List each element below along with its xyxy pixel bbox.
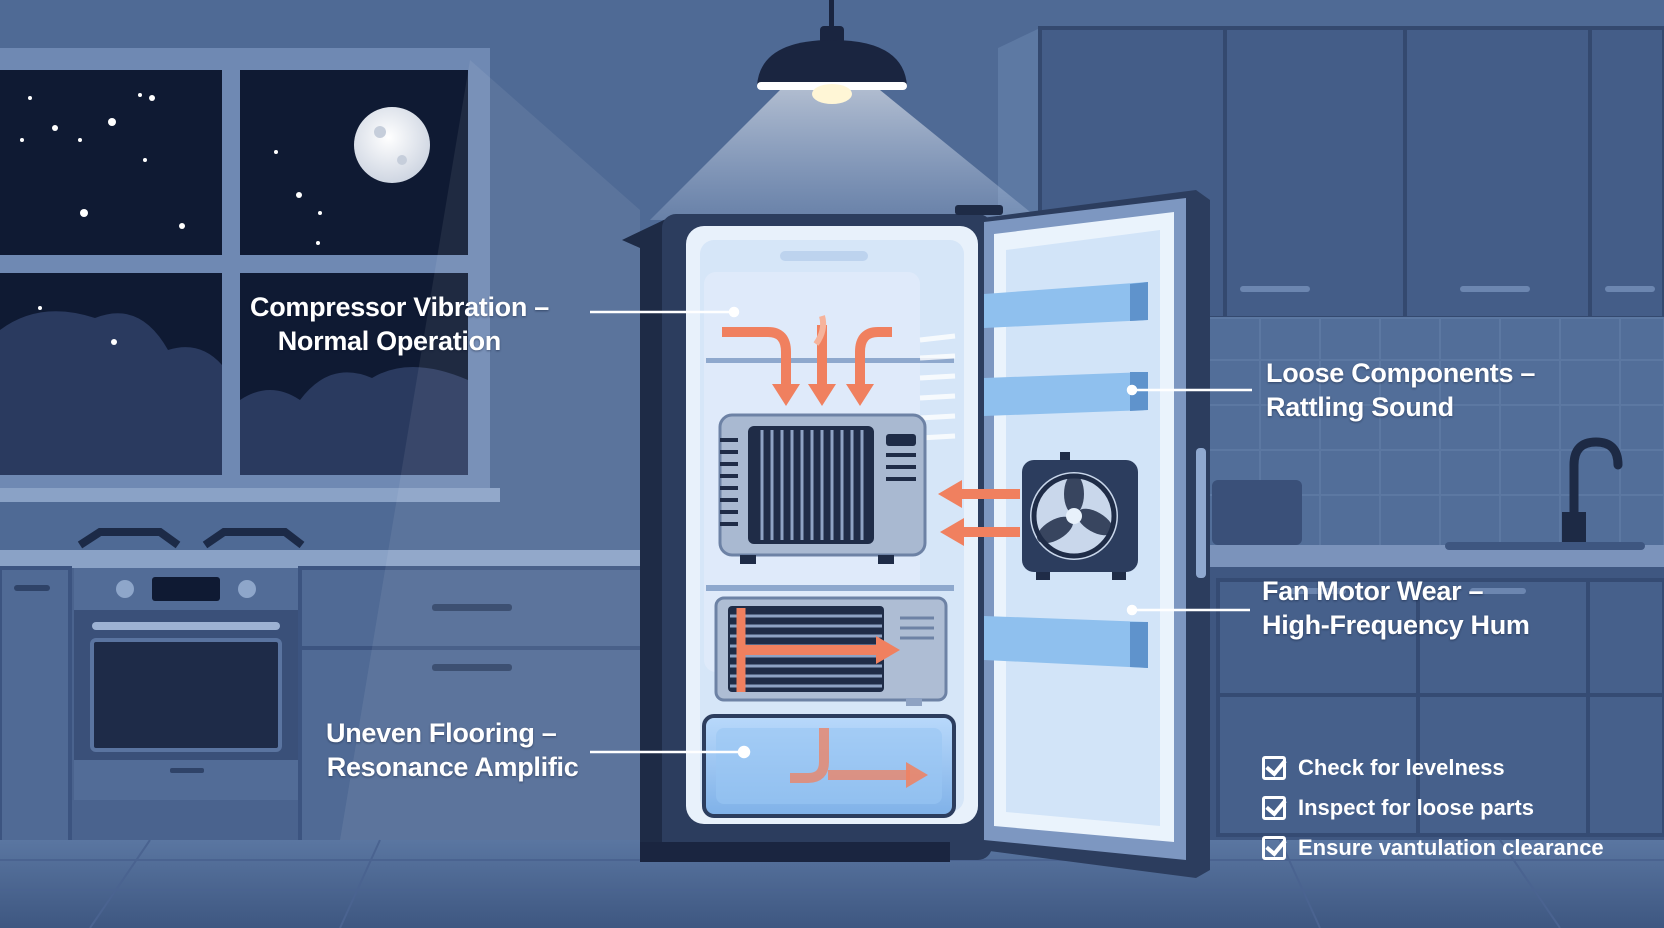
checkbox-icon [1262, 796, 1286, 820]
pendant-lamp-icon [757, 0, 907, 104]
left-counter [0, 528, 652, 845]
checklist: Check for levelness Inspect for loose pa… [1262, 748, 1604, 868]
fridge-door [982, 190, 1210, 878]
door-shelf-middle [984, 372, 1148, 416]
checklist-item-label: Check for levelness [1298, 755, 1505, 780]
checklist-item-label: Inspect for loose parts [1298, 795, 1534, 820]
callout-loose-components: Loose Components – Rattling Sound [1266, 356, 1535, 424]
night-window [0, 48, 500, 502]
callout-line: Rattling Sound [1266, 392, 1454, 422]
callout-compressor-vibration: Compressor Vibration – Normal Operation [250, 290, 549, 358]
floor [0, 839, 1664, 928]
callout-fan-motor-wear: Fan Motor Wear – High-Frequency Hum [1262, 574, 1530, 642]
airflow-arrow-icon [722, 315, 1020, 788]
moon-icon [354, 107, 430, 183]
checklist-item: Inspect for loose parts [1262, 788, 1604, 828]
callout-line: Resonance Amplific [326, 752, 579, 782]
window-light-beam [340, 60, 640, 840]
checklist-item-label: Ensure vantulation clearance [1298, 835, 1604, 860]
door-shelf-bottom [984, 616, 1148, 668]
fan-icon [1022, 452, 1138, 580]
checklist-item: Ensure vantulation clearance [1262, 828, 1604, 868]
checkbox-icon [1262, 756, 1286, 780]
callout-line: Normal Operation [277, 326, 502, 356]
refrigerator [622, 205, 1003, 862]
callout-line: High-Frequency Hum [1262, 610, 1530, 640]
callout-line: Compressor Vibration – [250, 292, 549, 322]
checklist-item: Check for levelness [1262, 748, 1604, 788]
stove-burners [77, 528, 305, 549]
lamp-light-beam [650, 90, 1040, 220]
callout-leader-lines [590, 306, 1252, 759]
callout-line: Fan Motor Wear – [1262, 576, 1484, 606]
faucet-icon [1562, 437, 1623, 545]
checkbox-icon [1262, 836, 1286, 860]
callout-line: Loose Components – [1266, 358, 1536, 388]
freezer-drawer [702, 714, 956, 818]
callout-uneven-flooring: Uneven Flooring – Resonance Amplific [326, 716, 579, 784]
callout-line: Uneven Flooring – [326, 718, 557, 748]
compressor-unit [718, 413, 927, 564]
door-shelf-top [984, 282, 1148, 328]
